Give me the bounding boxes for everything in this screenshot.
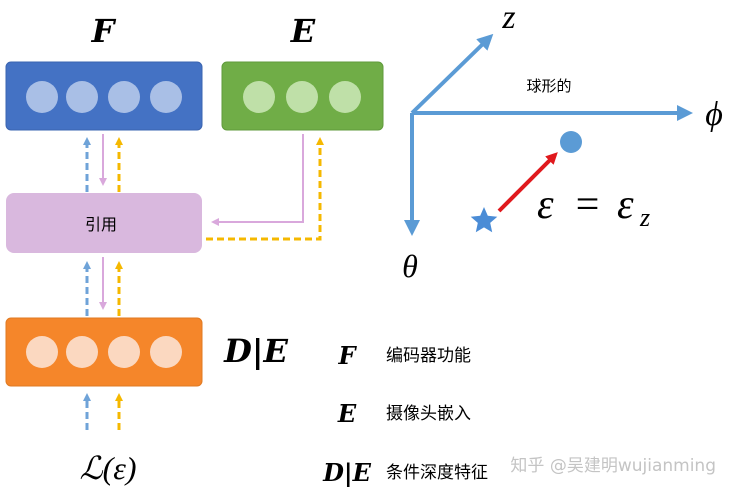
phi-axis-label: ϕ xyxy=(705,96,723,133)
e-node xyxy=(329,81,361,113)
watermark: 知乎 @吴建明wujianming xyxy=(510,456,716,476)
equation-equals: = xyxy=(573,182,601,228)
target-point xyxy=(560,131,582,153)
legend-symbol: F xyxy=(337,341,357,370)
e-node xyxy=(286,81,318,113)
f-encoder-box xyxy=(5,61,203,131)
yellow-reference-to-e-arrow xyxy=(206,137,324,241)
equation-subscript: z xyxy=(639,203,650,232)
f-label: F xyxy=(91,12,117,50)
d-node xyxy=(108,336,140,368)
star-marker xyxy=(470,207,498,233)
legend-symbol: E xyxy=(337,399,357,428)
theta-axis-label: θ xyxy=(402,248,418,284)
loss-label: ℒ(ε) xyxy=(80,450,137,486)
f-node xyxy=(150,81,182,113)
e-label: E xyxy=(290,12,316,50)
legend: F 编码器功能 E 摄像头嵌入 D|E 条件深度特征 xyxy=(322,341,488,487)
reference-label: 引用 xyxy=(85,215,117,234)
red-vector-arrow xyxy=(497,152,558,213)
e-embedding-box xyxy=(221,61,384,131)
equation: ε = ε z xyxy=(537,182,650,232)
spherical-axes xyxy=(404,33,693,236)
z-axis-label: z xyxy=(501,0,515,36)
f-node xyxy=(26,81,58,113)
d-label: D|E xyxy=(223,332,288,370)
reference-box: 引用 xyxy=(6,193,202,253)
d-node xyxy=(26,336,58,368)
e-node xyxy=(243,81,275,113)
d-feature-box xyxy=(5,317,203,387)
equation-rhs: ε xyxy=(617,182,634,228)
legend-text: 条件深度特征 xyxy=(386,463,488,483)
spherical-label: 球形的 xyxy=(526,77,571,95)
equation-lhs: ε xyxy=(537,182,554,228)
f-node xyxy=(108,81,140,113)
legend-symbol: D|E xyxy=(322,458,372,487)
z-axis xyxy=(410,33,494,115)
legend-text: 编码器功能 xyxy=(386,346,471,366)
d-node xyxy=(66,336,98,368)
pink-e-to-reference-arrow xyxy=(211,134,304,226)
legend-text: 摄像头嵌入 xyxy=(386,404,471,424)
d-node xyxy=(150,336,182,368)
f-node xyxy=(66,81,98,113)
